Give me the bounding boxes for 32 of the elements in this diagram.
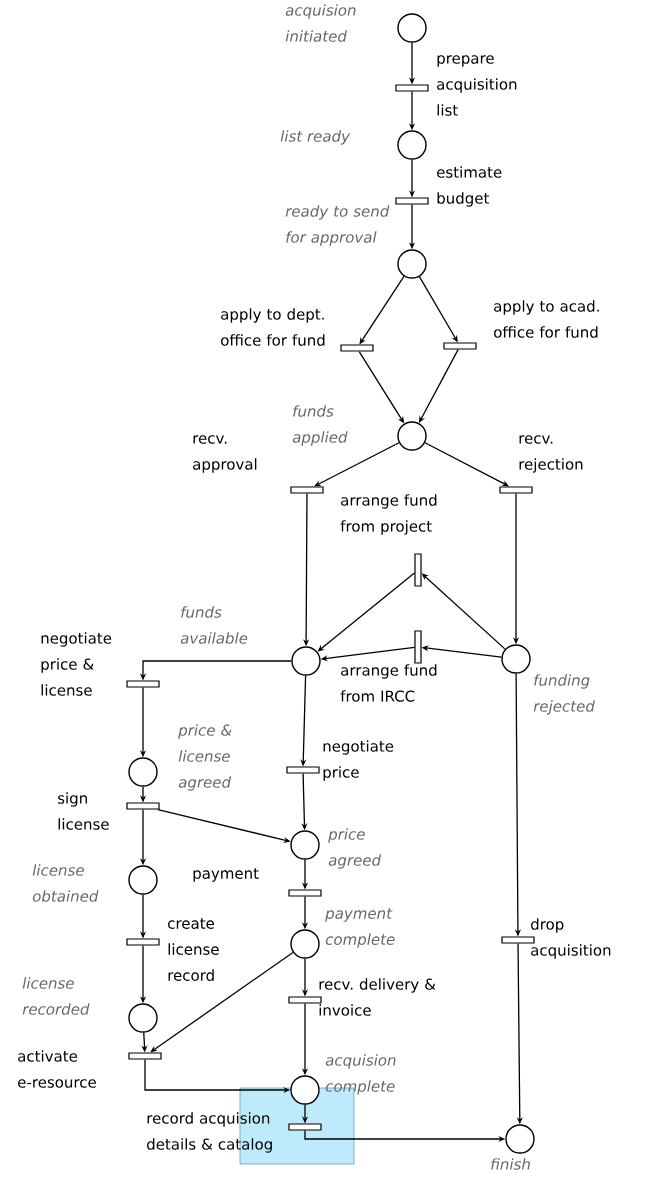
transition-label: activate e-resource [18,1050,96,1088]
place-label: payment complete [325,908,395,948]
transition-label: arrange fund from project [340,494,437,535]
place-label: acquision initiated [285,4,356,42]
place-label: ready to send for approval [285,205,390,246]
transition-label: arrange fund from IRCC [340,664,437,702]
place-label: list ready [280,130,351,145]
place-label: acquision complete [325,1054,396,1095]
place-label: funding rejected [533,674,595,715]
transition-label: estimate budget [437,166,502,207]
transition-label: create license record [168,918,219,981]
transition-label: negotiate price & license [41,632,112,696]
transition-label: sign license [58,792,109,830]
place-label: license recorded [22,977,90,1015]
place-label: funds applied [292,405,348,446]
place-label: license obtained [32,864,99,902]
transition-label: recv. approval [193,435,257,473]
arrow [314,442,400,487]
transition-label: prepare acquisition list [437,55,517,116]
transition-label: recv. rejection [519,435,583,473]
transition-label: drop acquisition [531,918,611,959]
transition-label: apply to dept. office for fund [221,308,325,346]
place-label: finish [491,1158,530,1170]
transition-label: recv. delivery & invoice [319,978,436,1016]
transition-label: negotiate price [323,740,394,781]
transition-label: payment [193,868,259,882]
place-label: price agreed [328,828,382,869]
place-label: price & license agreed [178,724,232,791]
arrow [150,951,294,1053]
place-label: funds available [180,606,248,644]
transition-label: record acquision details & catalog [147,1112,272,1153]
transition-label: apply to acad. office for fund [494,300,599,338]
